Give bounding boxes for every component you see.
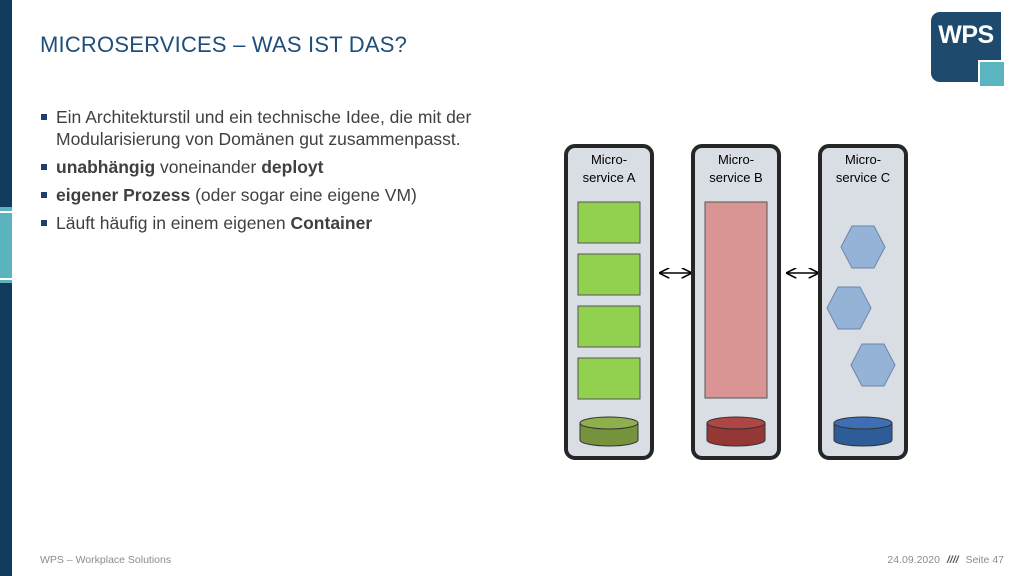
slide-title: MICROSERVICES – WAS IST DAS? — [40, 32, 408, 57]
service-a-label-line2: service A — [583, 170, 636, 185]
wps-logo: WPS — [931, 12, 1006, 88]
service-a-label-line1: Micro- — [591, 152, 627, 167]
service-a-module-3 — [577, 305, 641, 348]
service-a-container — [564, 144, 654, 460]
service-a-module-4 — [577, 357, 641, 400]
footer-page-number: Seite 47 — [965, 554, 1004, 566]
service-a-database-icon — [579, 416, 639, 447]
logo-text: WPS — [938, 21, 994, 49]
bullet-text: (oder sogar eine eigene VM) — [190, 185, 417, 205]
bullet-bold-text: deployt — [261, 157, 324, 177]
bullet-bold-text: Container — [290, 213, 373, 233]
service-b-label-line2: service B — [709, 170, 762, 185]
service-c-hexagon-1 — [840, 225, 886, 269]
bullet-text: Ein Architekturstil und ein technische I… — [56, 107, 472, 149]
bullet-bold-text: unabhängig — [56, 157, 156, 177]
service-a-module-1 — [577, 201, 641, 244]
service-c-label-line1: Micro- — [845, 152, 881, 167]
bullet-list: Ein Architekturstil und ein technische I… — [40, 106, 510, 240]
bullet-item: eigener Prozess (oder sogar eine eigene … — [40, 184, 510, 206]
footer-meta: 24.09.2020 //// Seite 47 — [887, 554, 1004, 566]
bullet-text: Läuft häufig in einem eigenen — [56, 213, 291, 233]
service-c-hexagon-2 — [826, 286, 872, 330]
logo-accent-square — [978, 60, 1006, 88]
bullet-text: voneinander — [155, 157, 262, 177]
footer-company: WPS – Workplace Solutions — [40, 554, 172, 566]
bullet-item: Ein Architekturstil und ein technische I… — [40, 106, 510, 150]
bullet-item: Läuft häufig in einem eigenen Container — [40, 212, 510, 234]
left-accent-divider-bottom — [0, 278, 12, 280]
service-c-label-line2: service C — [836, 170, 890, 185]
service-b-database-icon — [706, 416, 766, 447]
microservices-diagram: Micro- service A Micro- service B Micro-… — [564, 144, 908, 460]
service-b-label-line1: Micro- — [718, 152, 754, 167]
service-a-module-2 — [577, 253, 641, 296]
service-b-monolith-block — [704, 201, 768, 399]
logo-tile: WPS — [931, 12, 1001, 82]
left-edge-bar — [0, 0, 12, 576]
footer-separator: //// — [946, 554, 959, 566]
service-c-database-icon — [833, 416, 893, 447]
bullet-item: unabhängig voneinander deployt — [40, 156, 510, 178]
footer-date: 24.09.2020 — [887, 554, 940, 566]
left-edge-accent — [0, 207, 12, 283]
left-accent-divider-top — [0, 211, 12, 213]
service-c-hexagon-3 — [850, 343, 896, 387]
bullet-bold-text: eigener Prozess — [56, 185, 191, 205]
